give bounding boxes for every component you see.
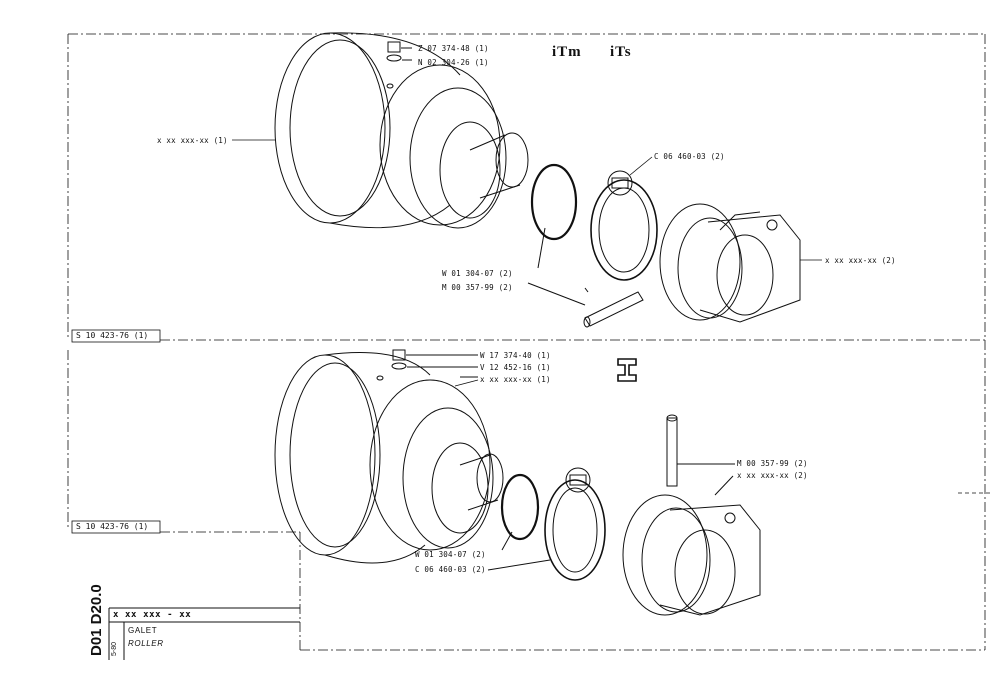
label-bottom-oring: W 01 304-07 (2) [415,550,486,559]
part-name-en: ROLLER [128,639,164,648]
label-bottom-circlip: C 06 460-03 (2) [415,565,486,574]
label-top-pin: M 00 357-99 (2) [442,283,513,292]
document-date: 5-80 [111,641,118,656]
logo-its: iTs [610,44,632,60]
part-number: x xx xxx - xx [113,610,192,620]
section-ref-bottom: S 10 423-76 (1) [76,522,149,531]
top-roller-body [274,32,529,229]
top-screw-drawing [386,41,412,62]
bottom-bracket-drawing [622,475,761,616]
top-oring-drawing [530,163,578,241]
label-top-roller-body: x xx xxx-xx (1) [157,136,228,145]
title-block-frame [108,607,300,660]
bottom-roller-body [274,352,504,564]
bottom-pin-drawing [666,414,735,487]
label-top-circlip: C 06 460-03 (2) [654,152,725,161]
bottom-oring-drawing [500,473,540,541]
part-name-fr: GALET [128,626,158,635]
top-circlip-drawing [590,170,658,281]
label-top-bracket: x xx xxx-xx (2) [825,256,896,265]
section-ref-top: S 10 423-76 (1) [76,331,149,340]
label-bottom-washer: V 12 452-16 (1) [480,363,551,372]
top-bracket-drawing [659,203,801,323]
label-bottom-screw: W 17 374-40 (1) [480,351,551,360]
label-top-oring: W 01 304-07 (2) [442,269,513,278]
label-bottom-pin: M 00 357-99 (2) [737,459,808,468]
logo-itm: iTm [552,44,582,60]
label-bottom-roller-body: x xx xxx-xx (1) [480,375,551,384]
top-pin-drawing [527,282,644,328]
label-bottom-bracket: x xx xxx-xx (2) [737,471,808,480]
section-boxes [71,329,161,534]
label-top-screw: Z 07 374-48 (1) [418,44,489,53]
bottom-screw-drawing [391,349,478,378]
model-symbol-icon [617,358,637,382]
top-leader-lines [232,139,822,261]
document-code: D01 D20.0 [88,584,105,656]
bottom-leader-lines [454,379,479,387]
frame-lines [67,33,986,651]
label-top-washer: N 02 304-26 (1) [418,58,489,67]
bottom-circlip-drawing [487,467,606,581]
